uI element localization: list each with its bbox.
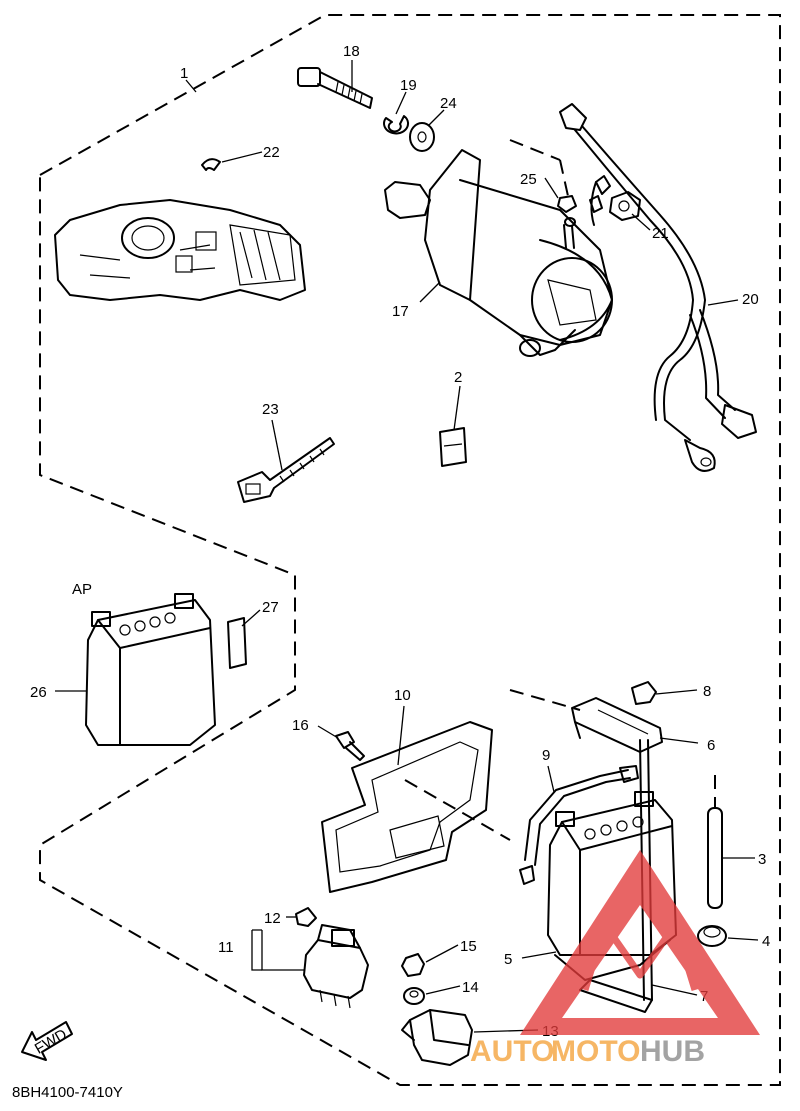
part-11-starter-relay <box>303 924 369 1009</box>
part-10-battery-cover <box>321 721 493 893</box>
part-23-cable-band <box>237 437 335 503</box>
part-27-label <box>227 617 247 669</box>
label-21: 21 <box>652 225 669 242</box>
part-20-starter-cable <box>559 103 757 472</box>
label-10: 10 <box>394 687 411 704</box>
label-23: 23 <box>262 401 279 418</box>
part-22-clip <box>201 158 221 171</box>
leader-lines <box>55 60 759 1033</box>
diagram-code: 8BH4100-7410Y <box>12 1084 123 1101</box>
label-9: 9 <box>542 747 550 764</box>
label-6: 6 <box>707 737 715 754</box>
watermark-text-moto: MOTO <box>551 1035 640 1068</box>
label-8: 8 <box>703 683 711 700</box>
part-17-starter-motor <box>384 149 613 357</box>
connection-guide-25 <box>509 139 569 197</box>
part-4-damper <box>697 925 727 947</box>
part-12-clip <box>295 907 317 927</box>
part-13-fuse-holder <box>401 1009 473 1066</box>
label-22: 22 <box>263 144 280 161</box>
part-labels: 1 18 19 24 22 25 21 20 17 2 23 AP 27 26 … <box>30 43 770 1040</box>
part-19-lock-washer <box>383 115 409 135</box>
group-boundary <box>39 14 781 1086</box>
label-19: 19 <box>400 77 417 94</box>
label-14: 14 <box>462 979 479 996</box>
connection-guide-cover <box>404 779 511 841</box>
part-3-breather-tube <box>707 775 723 909</box>
label-3: 3 <box>758 851 766 868</box>
label-20: 20 <box>742 291 759 308</box>
label-16: 16 <box>292 717 309 734</box>
label-4: 4 <box>762 933 770 950</box>
label-5: 5 <box>504 951 512 968</box>
watermark-text-hub: HUB <box>640 1035 705 1068</box>
label-12: 12 <box>264 910 281 927</box>
part-21-nut <box>609 191 641 221</box>
watermark-text-auto: AUTO <box>470 1035 554 1068</box>
watermark-m-icon <box>581 921 699 992</box>
connection-guide-bracket <box>509 689 581 711</box>
engine-block <box>54 199 306 301</box>
label-25: 25 <box>520 171 537 188</box>
part-15-nut <box>401 953 425 977</box>
fwd-arrow-icon <box>21 1021 73 1061</box>
part-18-bolt <box>297 67 373 109</box>
part-8-nut <box>631 681 657 705</box>
part-14-collar <box>403 987 425 1005</box>
part-25-nut <box>557 195 577 213</box>
watermark-logo: AUTO MOTO HUB <box>470 850 760 1068</box>
part-2-label-plate <box>439 427 467 467</box>
label-27: 27 <box>262 599 279 616</box>
label-2: 2 <box>454 369 462 386</box>
watermark-triangle-icon <box>520 850 760 1035</box>
part-16-bolt <box>335 731 365 761</box>
part-26-battery-ap <box>85 593 216 746</box>
label-24: 24 <box>440 95 457 112</box>
label-11: 11 <box>218 939 234 956</box>
label-18: 18 <box>343 43 360 60</box>
label-1: 1 <box>180 65 188 82</box>
part-24-washer <box>409 122 435 152</box>
label-17: 17 <box>392 303 409 320</box>
part-6-bracket <box>571 697 663 753</box>
part-9-battery-lead <box>519 765 639 885</box>
label-26: 26 <box>30 684 47 701</box>
label-15: 15 <box>460 938 477 955</box>
label-ap: AP <box>72 581 92 598</box>
